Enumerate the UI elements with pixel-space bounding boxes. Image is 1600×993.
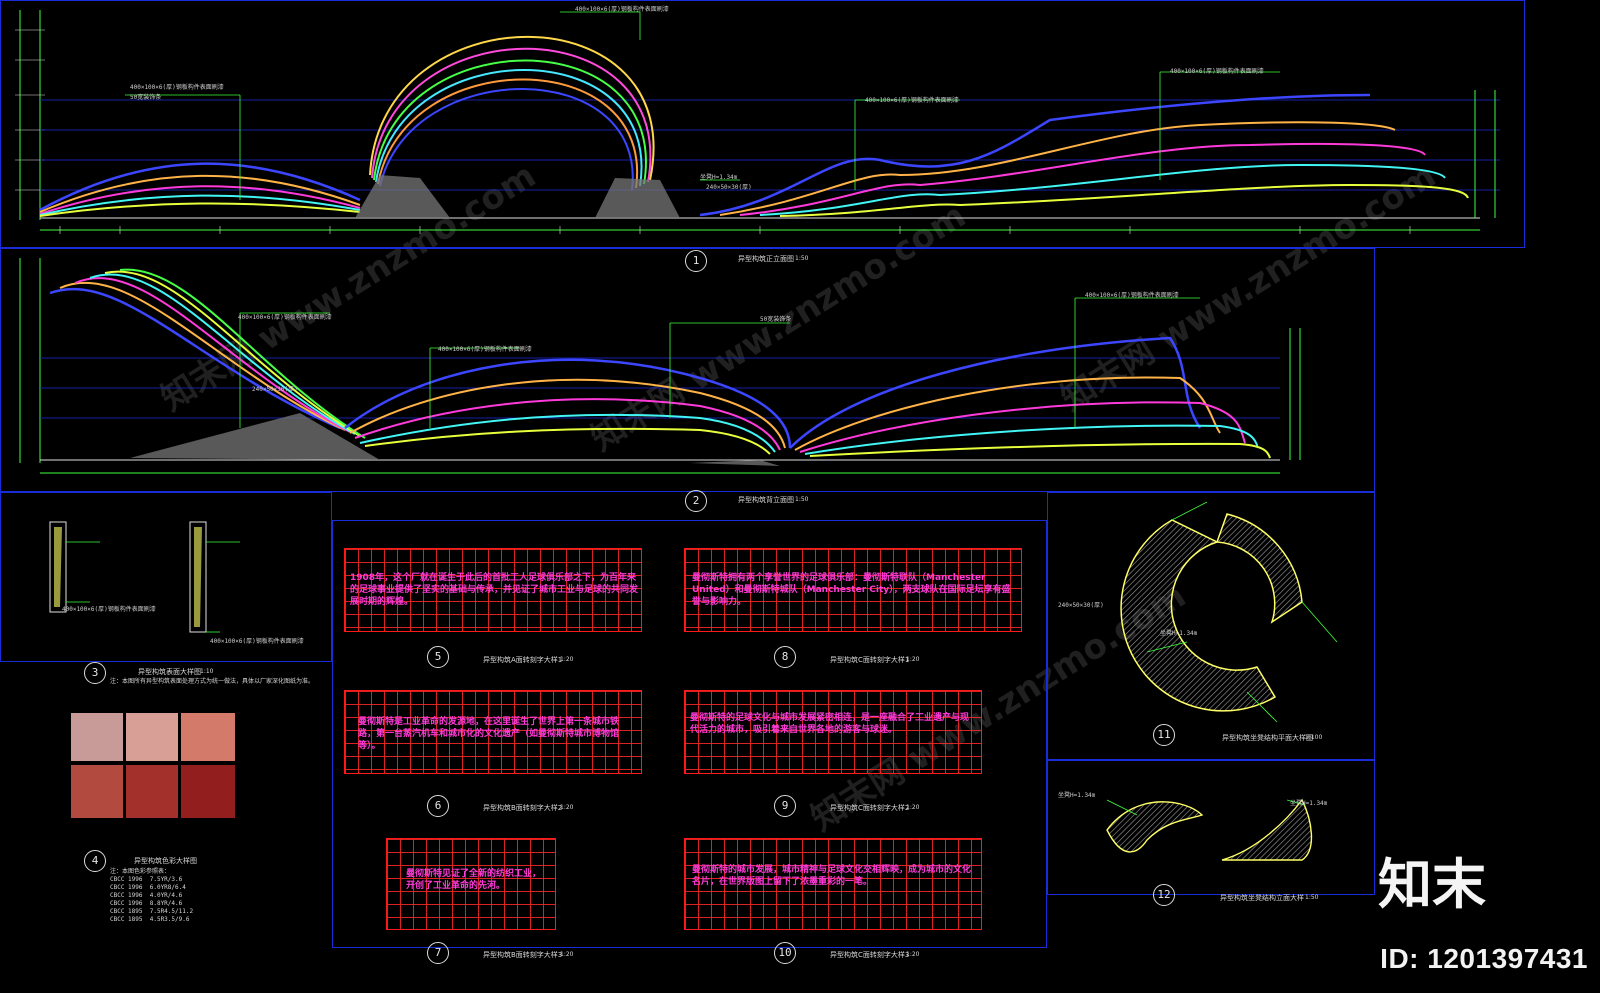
text-grid-5 bbox=[344, 548, 642, 632]
drawing-title: 异型构筑B面转刻字大样2 bbox=[483, 804, 563, 812]
drawing-title: 异型构筑A面转刻字大样1 bbox=[483, 656, 563, 664]
watermark-logo: 知末 bbox=[1378, 853, 1486, 916]
drawing-title: 异型构筑C面转刻字大样1 bbox=[830, 656, 910, 664]
text-grid-10 bbox=[684, 838, 982, 930]
text-grid-9 bbox=[684, 690, 982, 774]
callout-text: 坐凳H=1.34m bbox=[700, 174, 738, 181]
callout-text: 坐凳H=1.34m bbox=[1160, 630, 1198, 637]
color-swatch bbox=[71, 765, 123, 818]
drawing-number: 5 bbox=[427, 646, 449, 668]
drawing-scale: 1:20 bbox=[560, 804, 574, 811]
callout-text: 坐凳H=1.34m bbox=[1058, 792, 1096, 799]
panel-detail-3 bbox=[0, 492, 332, 662]
drawing-title: 异型构筑B面转刻字大样3 bbox=[483, 951, 563, 959]
drawing-number: 1 bbox=[685, 250, 707, 272]
drawing-number: 2 bbox=[685, 490, 707, 512]
drawing-title: 异型构筑背立面图 bbox=[738, 496, 794, 504]
drawing-scale: 1:100 bbox=[1305, 734, 1323, 741]
detail-11-ring-plan bbox=[1120, 501, 1338, 723]
drawing-number: 4 bbox=[84, 850, 106, 872]
grid-text-7: 曼彻斯特见证了全新的纺织工业，开创了工业革命的先河。 bbox=[406, 869, 542, 891]
panel-elevation-1 bbox=[0, 0, 1525, 248]
color-swatch bbox=[181, 765, 235, 818]
panel-detail-11 bbox=[1047, 492, 1375, 760]
callout-text: 400×100×6(厚)钢板构件表面刷漆 bbox=[438, 346, 532, 353]
drawing-number: 11 bbox=[1153, 724, 1175, 746]
color-legend: 注：本图色彩参照表： CBCC 1996 7.5YR/3.6 CBCC 1996… bbox=[110, 868, 194, 923]
grid-text-8: 曼彻斯特拥有两个享誉世界的足球俱乐部：曼彻斯特联队（Manchester Uni… bbox=[692, 573, 1011, 607]
detail-3-drawing bbox=[49, 521, 240, 633]
drawing-scale: 1:20 bbox=[906, 656, 920, 663]
callout-text: 400×100×6(厚)钢板构件表面刷漆 bbox=[130, 84, 224, 91]
grid-text-6: 曼彻斯特是工业革命的发源地，在这里诞生了世界上第一条城市铁路，第一台蒸汽机车和城… bbox=[358, 717, 620, 751]
drawing-scale: 1:20 bbox=[906, 951, 920, 958]
detail-12-bench-elevation bbox=[1106, 798, 1313, 861]
drawing-scale: 1:20 bbox=[560, 656, 574, 663]
drawing-title: 异型构筑色彩大样图 bbox=[134, 857, 197, 865]
drawing-number: 3 bbox=[84, 662, 106, 684]
watermark-id: ID: 1201397431 bbox=[1380, 943, 1588, 974]
panel-text-grids bbox=[332, 520, 1047, 948]
color-swatch bbox=[181, 713, 235, 761]
drawing-scale: 1:50 bbox=[1305, 894, 1319, 901]
drawing-scale: 1:50 bbox=[795, 255, 809, 262]
text-grid-7 bbox=[386, 838, 556, 930]
callout-text: 400×100×6(厚)钢板构件表面刷漆 bbox=[865, 97, 959, 104]
color-swatch bbox=[71, 713, 123, 761]
drawing-scale: 1:10 bbox=[200, 668, 214, 675]
callout-text: 240×50×30(厚) bbox=[706, 184, 752, 191]
panel-elevation-2 bbox=[0, 248, 1375, 492]
drawing-scale: 1:20 bbox=[560, 951, 574, 958]
drawing-title: 异型构筑C面转刻字大样2 bbox=[830, 804, 910, 812]
elevation-2-drawing bbox=[19, 258, 1301, 474]
panel-detail-12 bbox=[1047, 760, 1375, 895]
callout-text: 400×100×6(厚)钢板构件表面刷漆 bbox=[575, 6, 669, 13]
drawing-title: 异型构筑表面大样图 bbox=[138, 668, 201, 676]
grid-text-5: 1908年，这个厂就在诞生于此后的首批工人足球俱乐部之下，为百年来的足球事业提供… bbox=[350, 573, 639, 607]
callout-text: 240×50×30(厚) bbox=[1058, 602, 1104, 609]
callout-text: 400×100×6(厚)钢板构件表面刷漆 bbox=[210, 638, 304, 645]
grid-text-9: 曼彻斯特的足球文化与城市发展紧密相连，是一座融合了工业遗产与现代活力的城市，吸引… bbox=[690, 713, 970, 735]
drawing-number: 9 bbox=[774, 795, 796, 817]
callout-text: 50宽装饰条 bbox=[760, 316, 792, 323]
drawing-scale: 1:20 bbox=[906, 804, 920, 811]
callout-text: 400×100×6(厚)钢板构件表面刷漆 bbox=[238, 314, 332, 321]
drawing-number: 10 bbox=[774, 942, 796, 964]
callout-text: 240×50×30(厚) bbox=[252, 386, 298, 393]
callout-text: 400×100×6(厚)钢板构件表面刷漆 bbox=[1170, 68, 1264, 75]
callout-text: 400×100×6(厚)钢板构件表面刷漆 bbox=[62, 606, 156, 613]
text-grid-8 bbox=[684, 548, 1022, 632]
drawing-title: 异型构筑坐凳结构平面大样图 bbox=[1222, 734, 1313, 742]
callout-text: 50宽装饰条 bbox=[130, 94, 162, 101]
color-swatch bbox=[126, 713, 178, 761]
drawing-title: 异型构筑坐凳结构立面大样 bbox=[1220, 894, 1304, 902]
drawing-number: 6 bbox=[427, 795, 449, 817]
callout-text: 400×100×6(厚)钢板构件表面刷漆 bbox=[1085, 292, 1179, 299]
detail-note: 注：本图所有异型构筑表面处理方式为统一做法，具体以厂家深化图纸为准。 bbox=[110, 678, 315, 685]
drawing-title: 异型构筑正立面图 bbox=[738, 255, 794, 263]
drawing-scale: 1:50 bbox=[795, 496, 809, 503]
text-grid-6 bbox=[344, 690, 642, 774]
color-swatch bbox=[126, 765, 178, 818]
elevation-1-drawing bbox=[15, 10, 1500, 234]
drawing-number: 7 bbox=[427, 942, 449, 964]
drawing-number: 12 bbox=[1153, 884, 1175, 906]
callout-text: 坐凳H=1.34m bbox=[1290, 800, 1328, 807]
drawing-title: 异型构筑C面转刻字大样3 bbox=[830, 951, 910, 959]
grid-text-10: 曼彻斯特的城市发展，城市精神与足球文化交相辉映，成为城市的文化名片，在世界版图上… bbox=[692, 865, 972, 887]
drawing-number: 8 bbox=[774, 646, 796, 668]
